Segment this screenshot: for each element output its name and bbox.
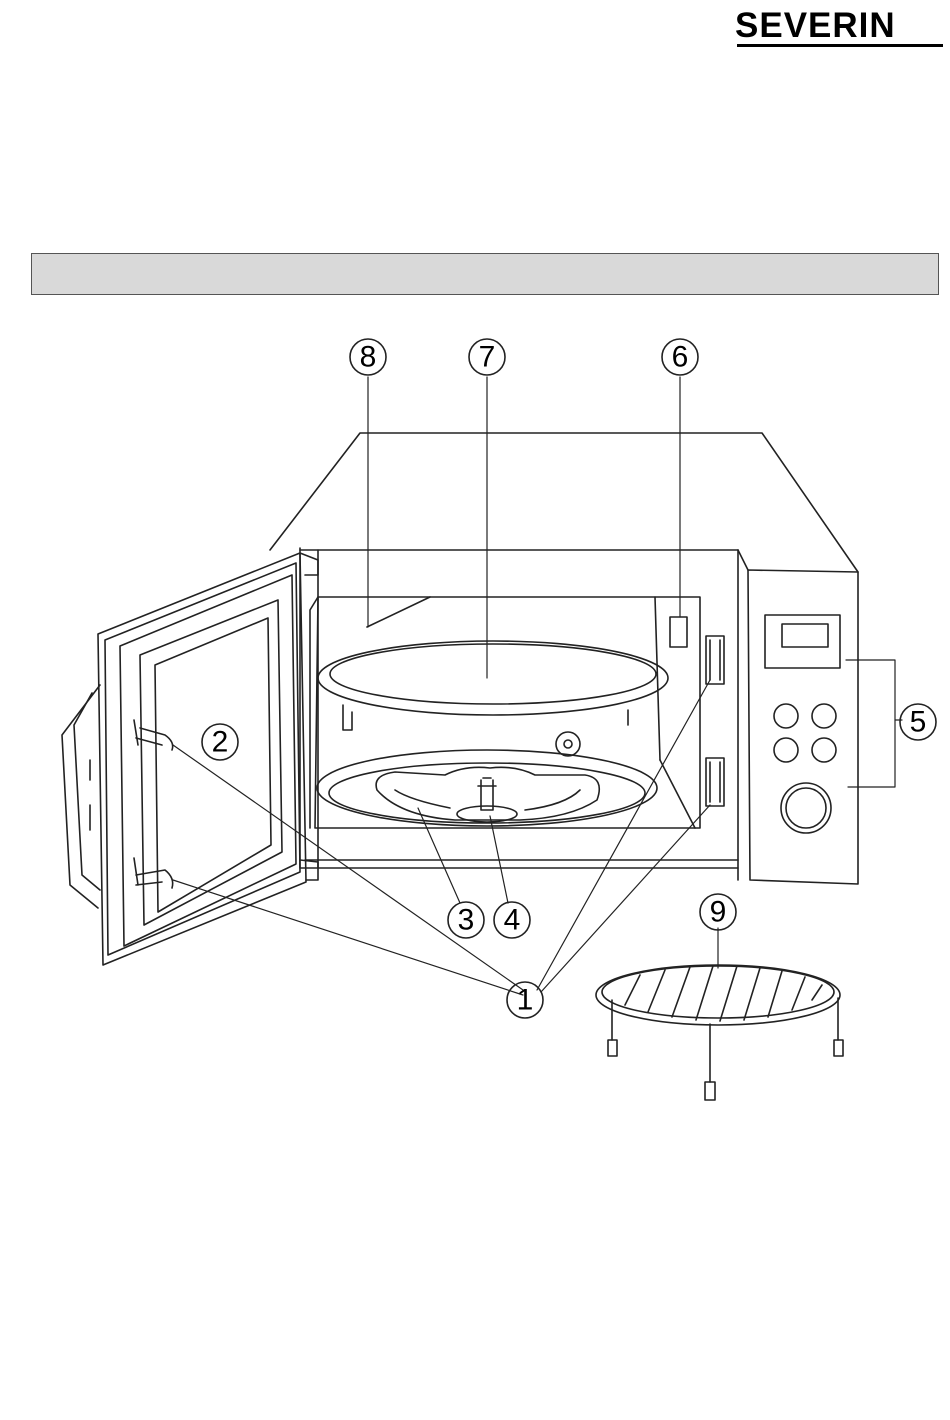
turntable [317,750,657,826]
callout-label-8: 8 [360,341,377,374]
waveguide-cover [670,617,687,647]
grill-knob [556,732,580,756]
door [62,553,318,965]
section-header-bar [31,253,939,295]
callout-label-6: 6 [672,341,689,374]
brand-name: SEVERIN [735,8,896,44]
callout-label-1: 1 [517,984,534,1017]
callout-label-9: 9 [710,896,727,929]
grill-element [318,641,668,730]
callout-label-7: 7 [479,341,496,374]
callout-label-3: 3 [458,904,475,937]
oven-cavity [310,597,700,828]
latch-slots [706,636,724,806]
control-panel [738,550,858,884]
callout-label-4: 4 [504,904,521,937]
logo-underline [737,44,943,47]
leader-lines [173,377,902,995]
microwave-diagram: 8 7 6 5 2 3 4 1 9 [0,300,950,1120]
callout-circles [202,339,936,1018]
severin-logo: SEVERIN [735,8,943,48]
callout-label-2: 2 [212,726,229,759]
callout-label-5: 5 [910,706,927,739]
wire-rack [596,965,843,1100]
